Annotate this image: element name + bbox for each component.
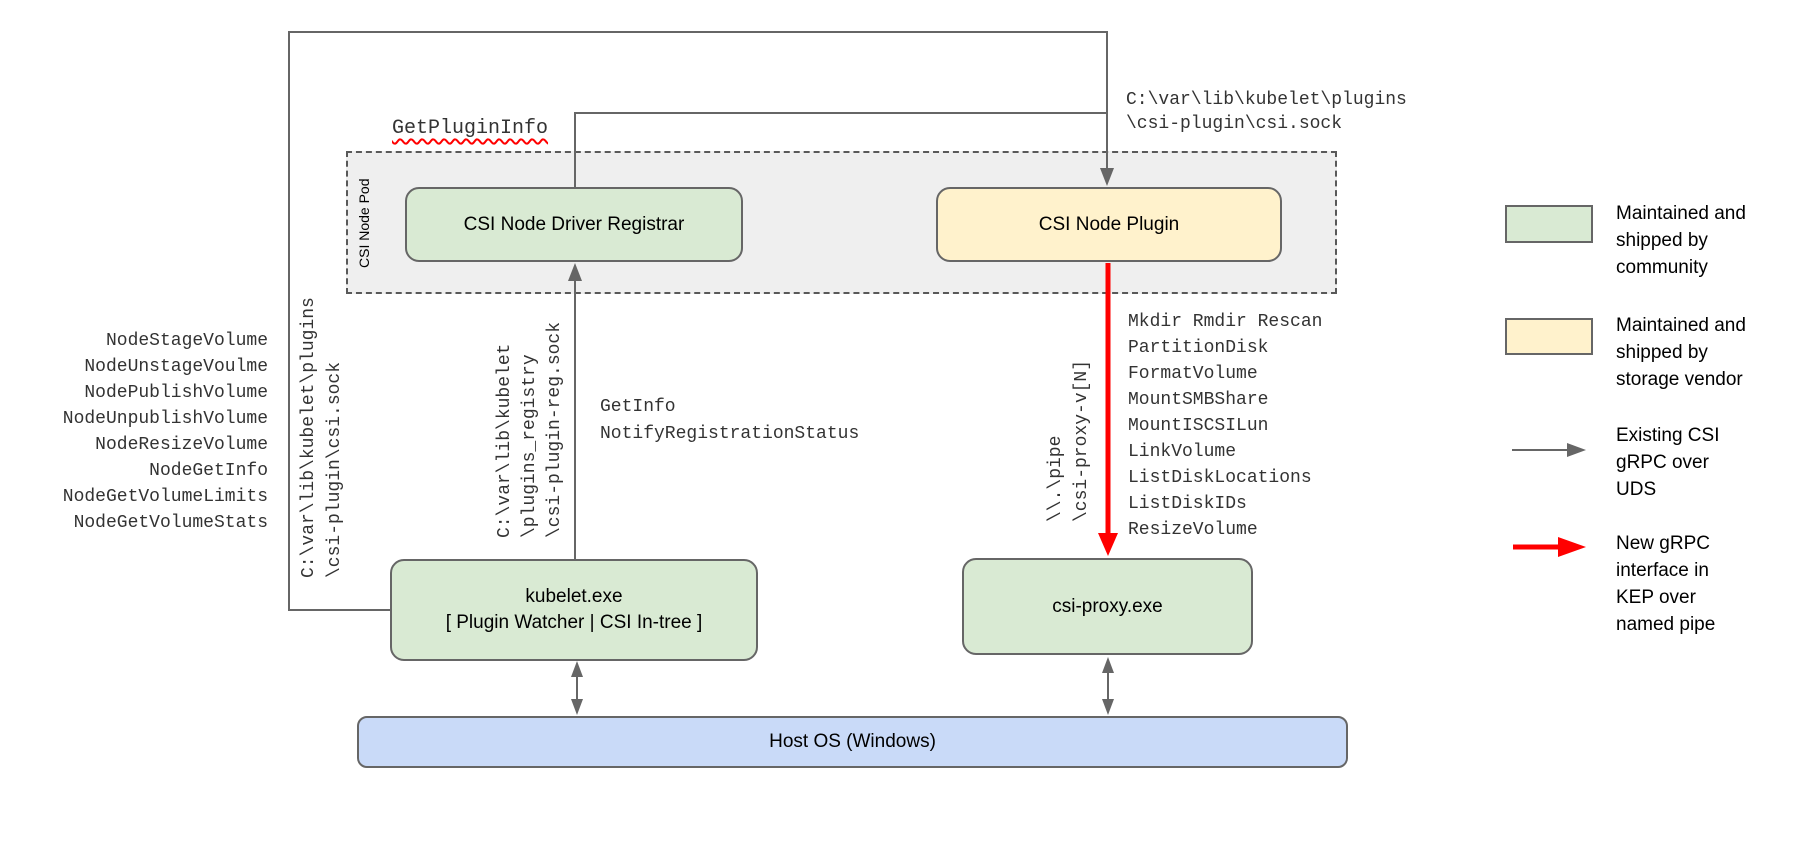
legend-community-text: Maintained and shipped by community: [1616, 203, 1746, 278]
csiproxy-hostos-down-arrowhead-icon: [1102, 699, 1114, 715]
get-plugin-info-label: GetPluginInfo: [392, 117, 549, 140]
csi-proxy-box: csi-proxy.exe: [962, 558, 1253, 655]
csiproxy-red-arrowhead-icon: [1098, 533, 1118, 556]
legend-red-arrowhead-icon: [1558, 537, 1586, 557]
csiproxy-hostos-up-arrowhead-icon: [1102, 657, 1114, 673]
legend-community-swatch: [1505, 205, 1593, 243]
method-list-line: ResizeVolume: [1128, 520, 1258, 540]
legend-vendor-text: Maintained and shipped by storage vendor: [1616, 315, 1746, 390]
legend-gray-arrowhead-icon: [1567, 443, 1586, 457]
kubelet-box: kubelet.exe [ Plugin Watcher | CSI In-tr…: [390, 559, 758, 661]
method-list-line: NodeStageVolume: [105, 331, 268, 351]
method-list-line: NodeResizeVolume: [95, 435, 268, 455]
method-list-line: NodePublishVolume: [84, 383, 268, 403]
legend-vendor-swatch: [1505, 318, 1593, 355]
method-list-line: LinkVolume: [1128, 442, 1237, 462]
legend-existing-grpc-text: Existing CSI gRPC over UDS: [1616, 425, 1720, 500]
host-os-box: Host OS (Windows): [357, 716, 1348, 768]
kubelet-hostos-down-arrowhead-icon: [571, 699, 583, 715]
plugin-socket-path-label: C:\var\lib\kubelet\plugins \csi-plugin\c…: [1126, 90, 1407, 134]
registration-calls-label: GetInfo NotifyRegistrationStatus: [600, 397, 860, 444]
csi-node-plugin-box: CSI Node Plugin: [936, 187, 1282, 262]
named-pipe-vertical-label: \\.\pipe \csi-proxy-v[N]: [1046, 359, 1092, 522]
legend-new-grpc-text: New gRPC interface in KEP over named pip…: [1616, 533, 1716, 635]
method-list-line: NodeGetInfo: [149, 461, 268, 481]
method-list-line: NodeUnstageVoulme: [84, 357, 268, 377]
method-list-line: NodeGetVolumeLimits: [62, 487, 268, 507]
method-list-line: FormatVolume: [1128, 364, 1258, 384]
plugin-socket-path-vertical-label: C:\var\lib\kubelet\plugins \csi-plugin\c…: [299, 297, 345, 578]
kubelet-hostos-up-arrowhead-icon: [571, 661, 583, 677]
method-list-line: Mkdir Rmdir Rescan: [1128, 312, 1323, 332]
method-list-line: NodeUnpublishVolume: [62, 409, 268, 429]
registration-socket-vertical-label: C:\var\lib\kubelet \plugins_registry \cs…: [495, 321, 565, 538]
csi-node-driver-registrar-box: CSI Node Driver Registrar: [405, 187, 743, 262]
method-list-line: PartitionDisk: [1128, 338, 1269, 358]
method-list-line: ListDiskIDs: [1128, 494, 1247, 514]
method-list-line: ListDiskLocations: [1128, 468, 1312, 488]
method-list-line: NodeGetVolumeStats: [73, 513, 268, 533]
csi-node-pod-label: CSI Node Pod: [356, 178, 372, 269]
method-list-line: MountISCSILun: [1128, 416, 1269, 436]
method-list-line: MountSMBShare: [1128, 390, 1269, 410]
